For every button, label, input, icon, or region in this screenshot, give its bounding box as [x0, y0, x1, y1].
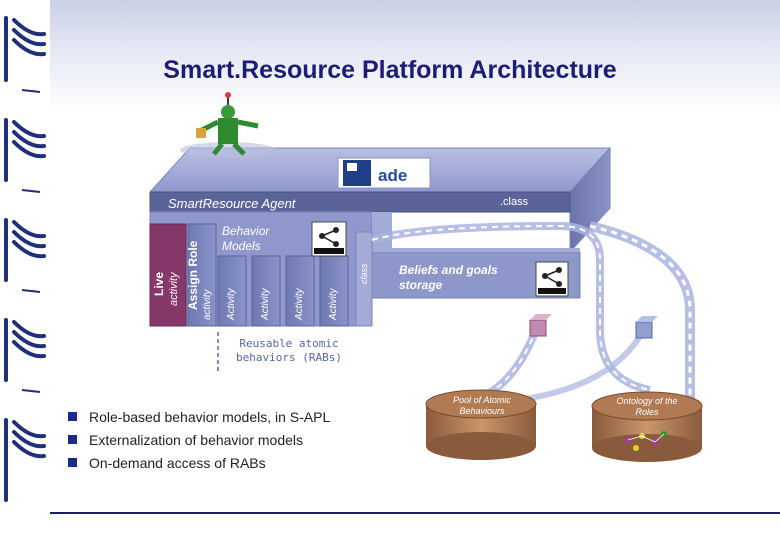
pool-label: Pool of Atomic Behaviours [453, 395, 511, 416]
pool-cylinder [425, 389, 537, 460]
activity-label-4: Activity [328, 288, 339, 320]
footer-rule [50, 512, 780, 514]
behavior-models-label: Behavior Models [222, 224, 270, 253]
class-label-top: .class [500, 196, 529, 208]
bullet-text: Role-based behavior models, in S-APL [89, 408, 331, 425]
bullet-text: Externalization of behavior models [89, 431, 304, 448]
bullet-text: On-demand access of RABs [89, 454, 266, 471]
bullet-square-icon [68, 412, 77, 421]
bullet-square-icon [68, 435, 77, 444]
bullet-item: Role-based behavior models, in S-APL [68, 405, 330, 428]
beliefs-storage-label: Beliefs and goals storage [399, 263, 498, 292]
rdf-icon-beliefs [535, 261, 569, 297]
page-title: Smart.Resource Platform Architecture [163, 56, 617, 84]
activity-columns [217, 231, 373, 327]
assign-role-column [187, 223, 217, 327]
bullet-list: Role-based behavior models, in S-APL Ext… [68, 405, 330, 474]
activity-label-2: Activity [260, 288, 271, 320]
left-decorative-bar [0, 0, 50, 540]
robot-agent-icon [180, 92, 276, 158]
atomic-behavior-cubes [529, 314, 658, 339]
rabs-label: Reusable atomic behaviors (RABs) [236, 337, 342, 364]
ontology-label: Ontology of the Roles [616, 396, 678, 417]
live-label: Live [152, 271, 166, 296]
live-activity-label: activity [168, 272, 180, 306]
assign-role-label: Assign Role [186, 240, 200, 310]
agent-label: SmartResource Agent [168, 196, 296, 211]
svg-text:ade: ade [378, 166, 407, 185]
activity-label-3: Activity [294, 288, 305, 320]
activity-label-1: Activity [226, 288, 237, 320]
beliefs-storage-box [371, 248, 581, 299]
live-column [149, 223, 187, 327]
top-gradient-band [50, 0, 780, 112]
bullet-item: On-demand access of RABs [68, 451, 330, 474]
jade-logo: ade [337, 157, 431, 189]
bullet-square-icon [68, 458, 77, 467]
ontology-cylinder [591, 391, 703, 462]
agent-top-slab [148, 146, 612, 254]
assign-activity-label: activity [202, 289, 213, 320]
rdf-icon-behavior [311, 221, 347, 257]
bullet-item: Externalization of behavior models [68, 428, 330, 451]
class-label-side: class [359, 263, 369, 284]
